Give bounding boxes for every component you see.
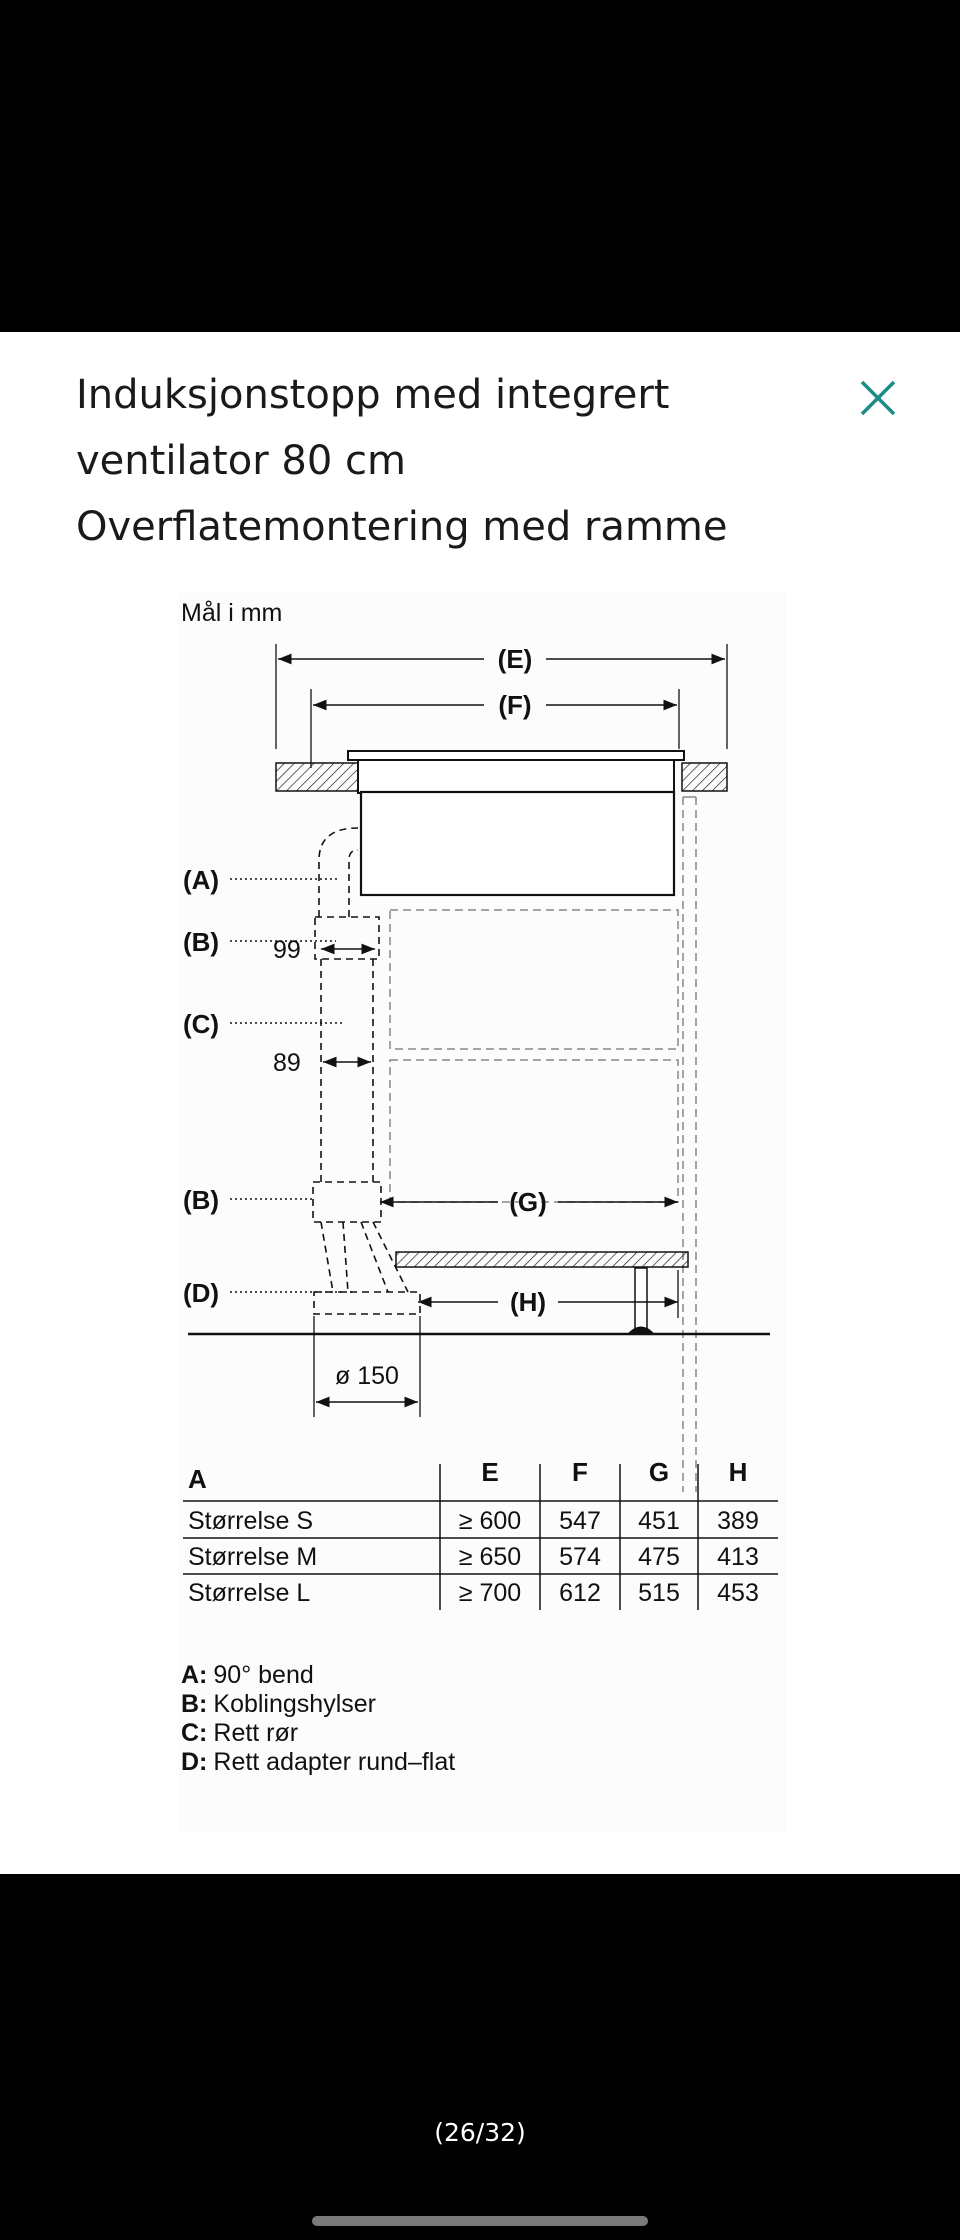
table-row-s-h: 389 [717, 1507, 759, 1535]
table-row-s-g: 451 [638, 1507, 680, 1535]
title-line-3: Overflatemontering med ramme [76, 504, 728, 550]
legend-item-b: B:Koblingshylser [181, 1690, 376, 1718]
table-header-h: H [729, 1457, 748, 1487]
table-row-m-size: Størrelse M [188, 1543, 317, 1571]
dimension-e-label: (E) [498, 644, 533, 674]
callout-c: (C) [183, 1009, 219, 1039]
page-title: Induksjonstopp med integrert ventilator … [76, 362, 816, 560]
home-indicator[interactable] [312, 2216, 648, 2226]
table-row-s-size: Størrelse S [188, 1507, 313, 1535]
table-header-e: E [481, 1457, 498, 1487]
legend: A:90° bend B:Koblingshylser C:Rett rør D… [181, 1661, 455, 1776]
legend-item-c: C:Rett rør [181, 1719, 298, 1747]
dimension-h-label: (H) [510, 1287, 546, 1317]
title-line-2: ventilator 80 cm [76, 438, 406, 484]
callout-b-lower: (B) [183, 1185, 219, 1215]
title-line-1: Induksjonstopp med integrert [76, 372, 670, 418]
table-row-l-size: Størrelse L [188, 1579, 310, 1607]
dimension-89-label: 89 [273, 1049, 301, 1077]
table-row-l-h: 453 [717, 1579, 759, 1607]
table-row-s-f: 547 [559, 1507, 601, 1535]
table-header-a: A [188, 1464, 207, 1494]
legend-item-a: A:90° bend [181, 1661, 314, 1689]
page-counter: (26/32) [434, 2118, 526, 2147]
close-button[interactable] [852, 372, 904, 424]
table-header-f: F [572, 1457, 588, 1487]
callout-a: (A) [183, 865, 219, 895]
table-row-m-f: 574 [559, 1543, 601, 1571]
callout-d: (D) [183, 1278, 219, 1308]
close-x-icon [860, 380, 896, 416]
table-row-m-g: 475 [638, 1543, 680, 1571]
table-row-l-g: 515 [638, 1579, 680, 1607]
table-header-g: G [649, 1457, 669, 1487]
table-row-m-h: 413 [717, 1543, 759, 1571]
legend-item-d: D:Rett adapter rund–flat [181, 1748, 455, 1776]
table-row-s-e: ≥ 600 [459, 1507, 521, 1535]
dimension-f-label: (F) [498, 690, 531, 720]
dimension-g-label: (G) [509, 1187, 547, 1217]
units-label: Mål i mm [181, 599, 282, 627]
callout-b-upper: (B) [183, 927, 219, 957]
table-row-l-e: ≥ 700 [459, 1579, 521, 1607]
dimension-diameter-label: ø 150 [335, 1362, 399, 1390]
dimension-99-label: 99 [273, 936, 301, 964]
installation-drawing: Mål i mm (E) (F) [178, 592, 786, 1832]
dimensions-table: A E F G H Størrelse S ≥ 600 547 451 389 … [183, 1457, 778, 1610]
table-row-m-e: ≥ 650 [459, 1543, 521, 1571]
image-viewer-modal: Induksjonstopp med integrert ventilator … [0, 332, 960, 1874]
table-row-l-f: 612 [559, 1579, 601, 1607]
